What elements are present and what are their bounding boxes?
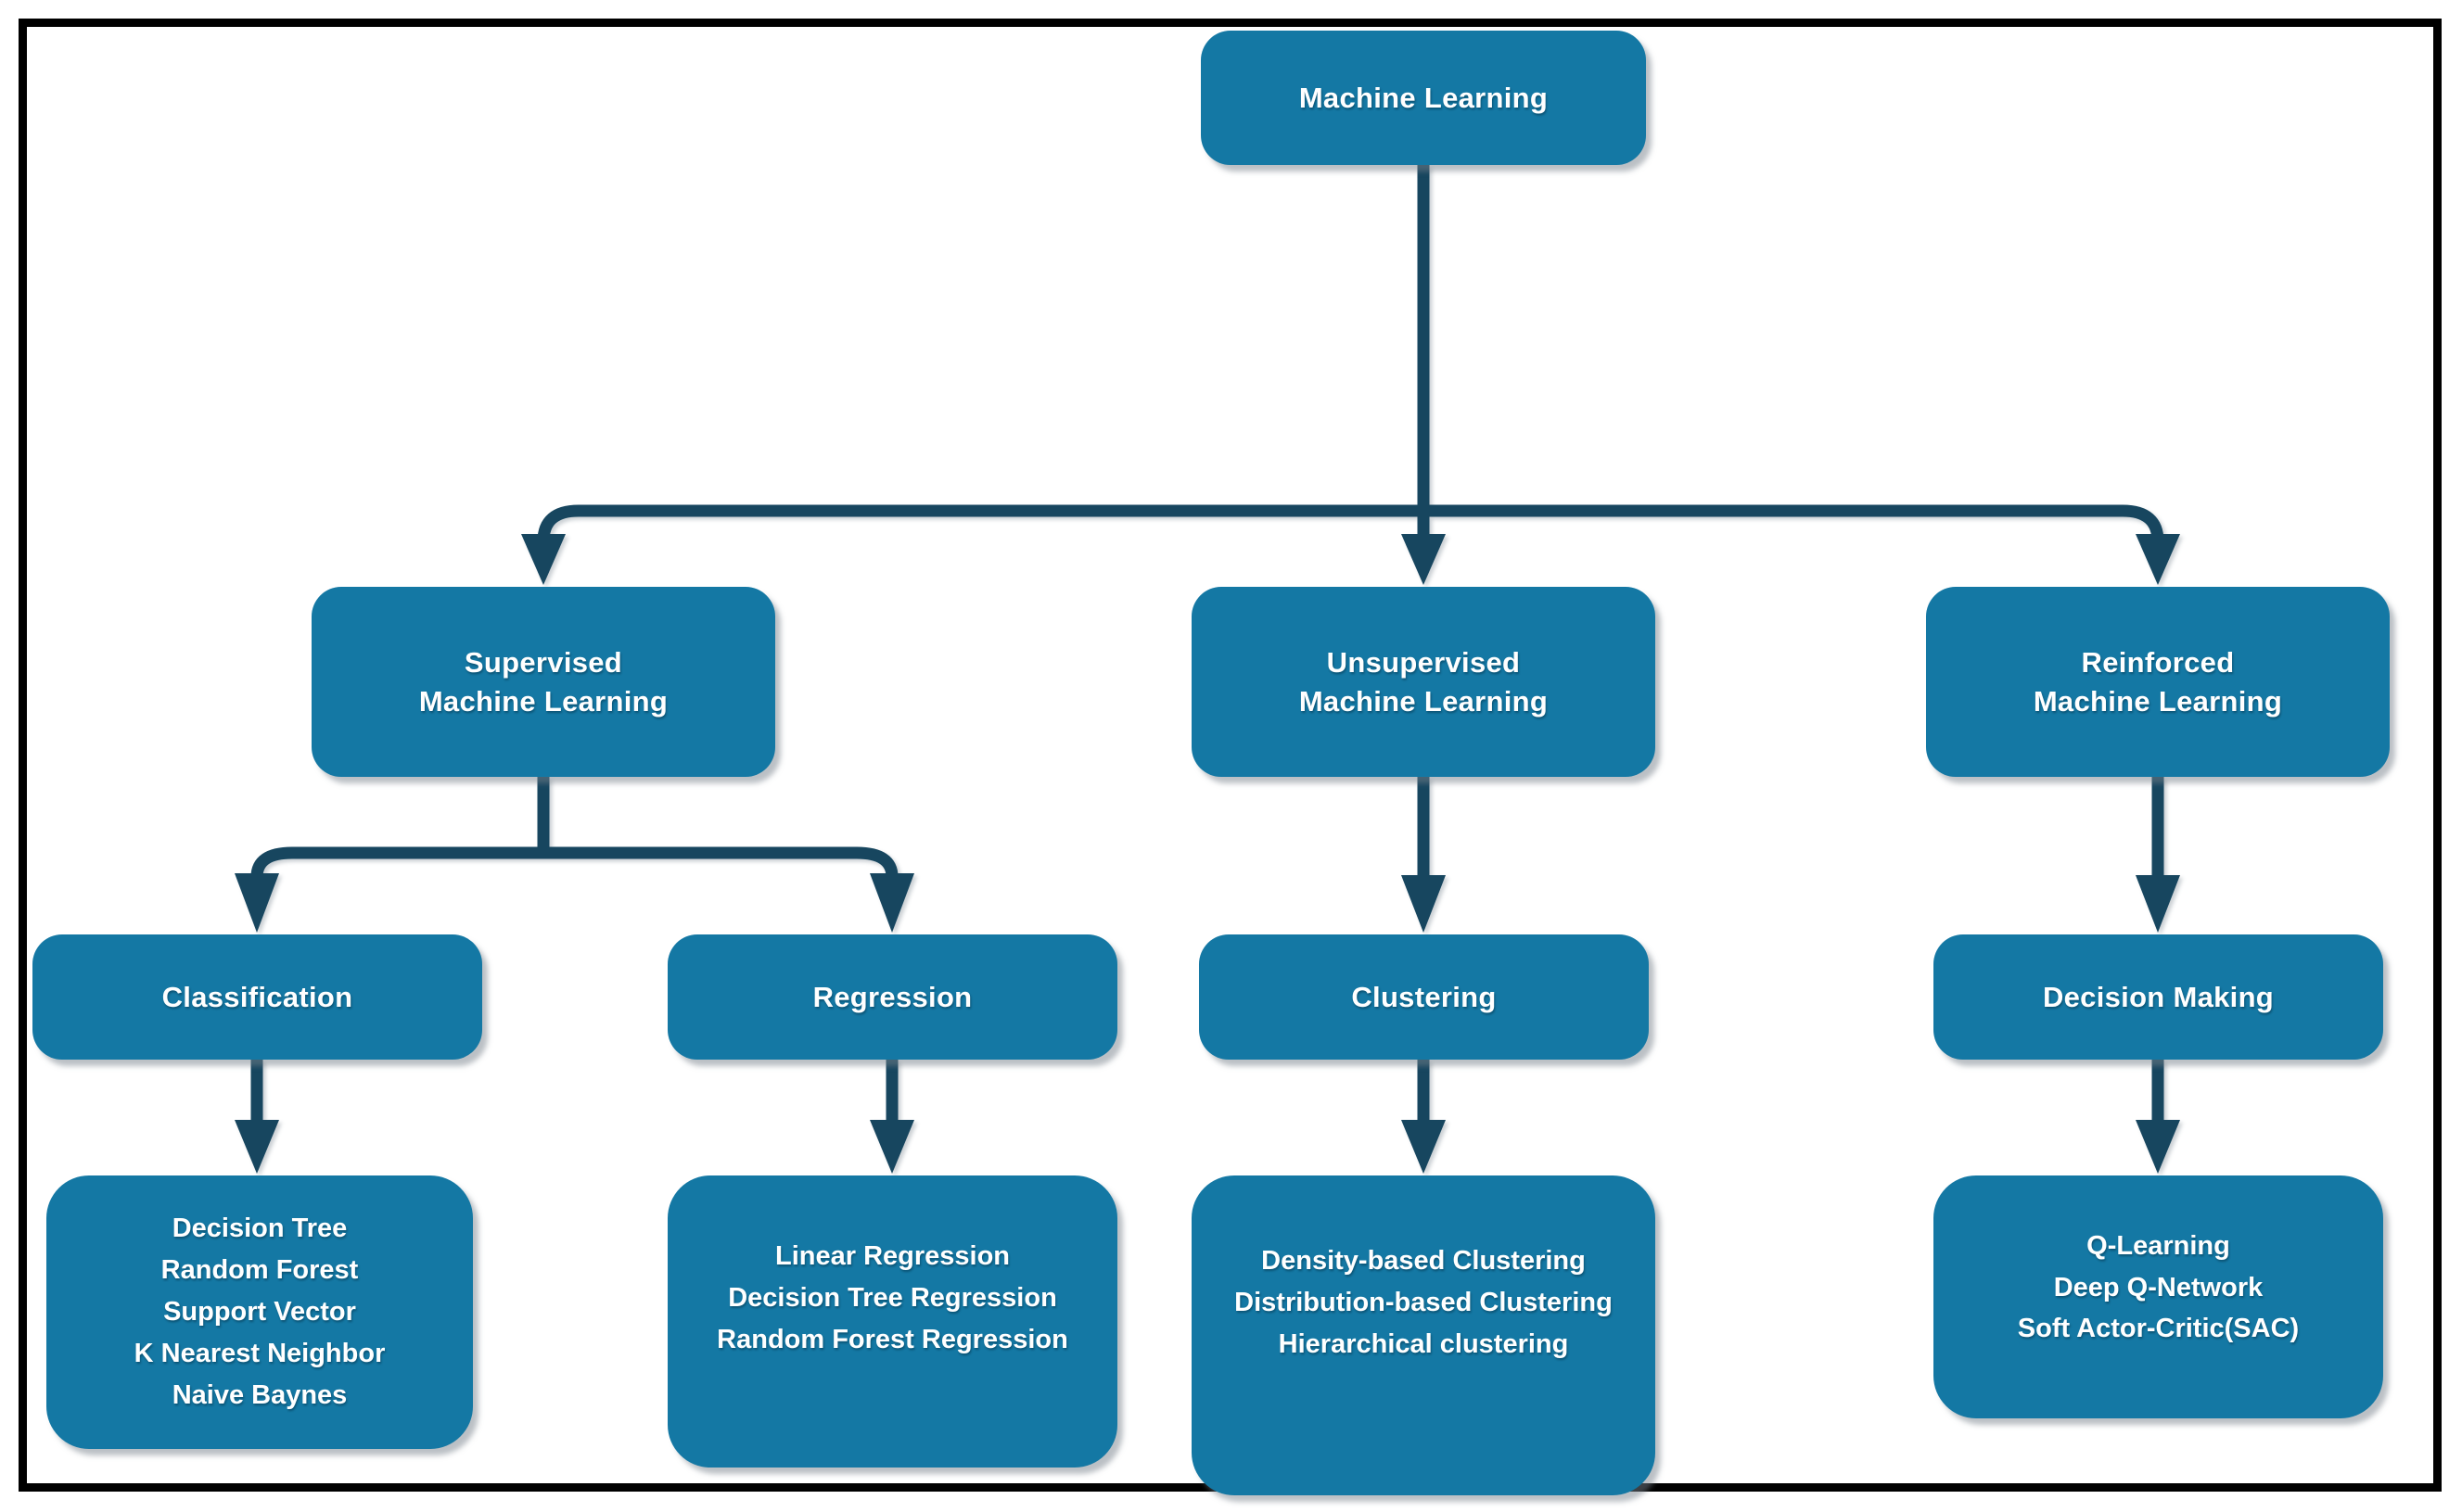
method-item: Random Forest bbox=[160, 1255, 359, 1286]
node-classification: Classification bbox=[32, 934, 482, 1060]
method-item: Support Vector bbox=[163, 1297, 356, 1328]
node-rl-methods: Q-Learning Deep Q-Network Soft Actor-Cri… bbox=[1933, 1175, 2383, 1418]
method-item: Q-Learning bbox=[2086, 1230, 2230, 1261]
method-item: Decision Tree bbox=[172, 1213, 348, 1244]
method-item: Hierarchical clustering bbox=[1278, 1328, 1569, 1359]
edge-reinforced-decision bbox=[2136, 777, 2180, 933]
method-item: Density-based Clustering bbox=[1261, 1246, 1586, 1277]
node-machine-learning: Machine Learning bbox=[1201, 31, 1646, 165]
method-item: Distribution-based Clustering bbox=[1234, 1288, 1613, 1318]
method-item: Random Forest Regression bbox=[717, 1324, 1068, 1354]
node-reinforced-machine-learning: Reinforced Machine Learning bbox=[1926, 587, 2390, 777]
edge-decision-methods bbox=[2136, 1060, 2180, 1174]
node-regression: Regression bbox=[668, 934, 1117, 1060]
node-clustering: Clustering bbox=[1199, 934, 1649, 1060]
edge-ml-split bbox=[521, 165, 2180, 585]
node-classification-methods: Decision Tree Random Forest Support Vect… bbox=[46, 1175, 473, 1449]
edge-unsupervised-clustering bbox=[1401, 777, 1446, 933]
node-supervised-machine-learning: Supervised Machine Learning bbox=[312, 587, 775, 777]
method-item: Soft Actor-Critic(SAC) bbox=[2017, 1314, 2300, 1344]
edge-classification-methods bbox=[235, 1060, 279, 1174]
edge-regression-methods bbox=[870, 1060, 914, 1174]
node-unsupervised-machine-learning: Unsupervised Machine Learning bbox=[1192, 587, 1655, 777]
edge-clustering-methods bbox=[1401, 1060, 1446, 1174]
node-regression-methods: Linear Regression Decision Tree Regressi… bbox=[668, 1175, 1117, 1468]
method-item: Naive Baynes bbox=[172, 1379, 348, 1410]
edge-supervised-split bbox=[235, 777, 914, 933]
method-item: Deep Q-Network bbox=[2053, 1272, 2264, 1302]
node-decision-making: Decision Making bbox=[1933, 934, 2383, 1060]
method-item: Decision Tree Regression bbox=[728, 1283, 1057, 1314]
method-item: Linear Regression bbox=[774, 1241, 1011, 1272]
node-clustering-methods: Density-based Clustering Distribution-ba… bbox=[1192, 1175, 1655, 1495]
method-item: K Nearest Neighbor bbox=[134, 1338, 386, 1368]
